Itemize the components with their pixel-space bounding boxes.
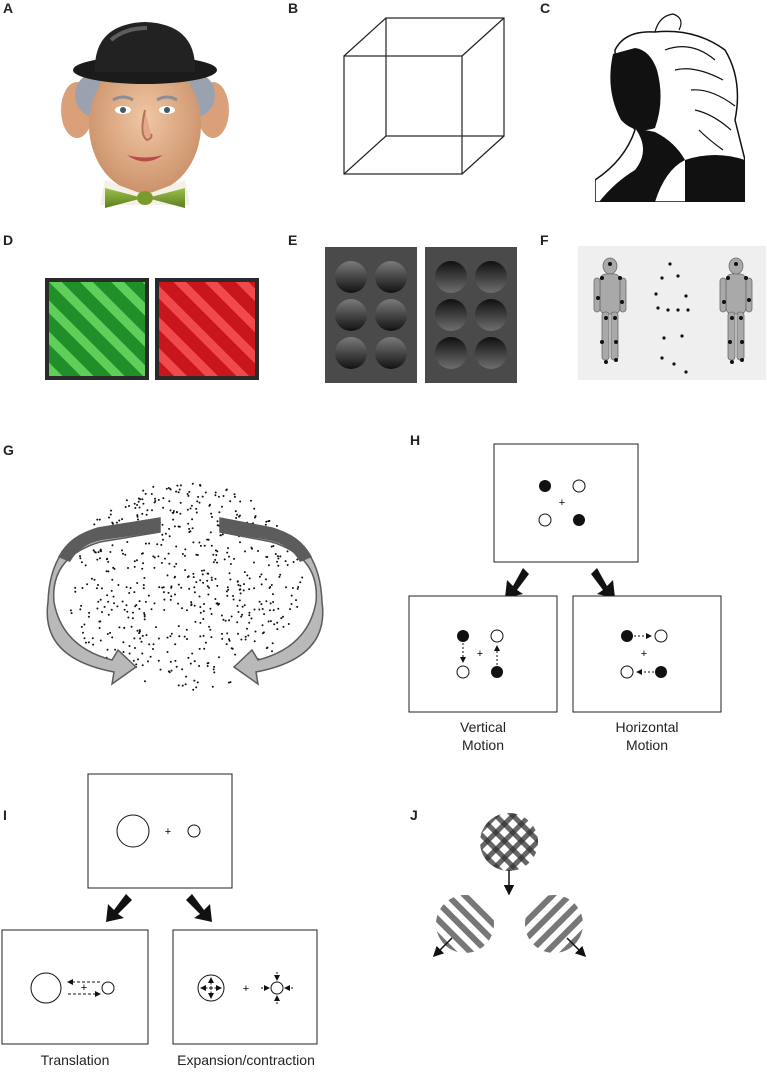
svg-text:+: + — [641, 648, 647, 660]
rotation-arrow-right-top — [220, 518, 312, 562]
panel-label-j: J — [410, 807, 418, 823]
svg-text:+: + — [81, 982, 87, 994]
panel-label-a: A — [3, 0, 14, 16]
svg-text:+: + — [165, 826, 171, 838]
optic-flow-diagram: + + + — [1, 773, 318, 1045]
rotation-arrow-left — [46, 517, 161, 686]
panel-label-i: I — [3, 807, 7, 823]
panel-label-e: E — [288, 232, 298, 248]
color-grating-squares — [45, 278, 259, 380]
old-woman-young-woman-illusion — [595, 10, 745, 202]
walking-mannequin-point-light-figure — [578, 246, 766, 380]
panel-label-f: F — [540, 232, 549, 248]
rotation-arrow-right — [219, 517, 324, 686]
bowler-hat-face-illustration — [61, 22, 229, 208]
fixation-cross: + — [559, 497, 565, 509]
panel-label-g: G — [3, 442, 14, 458]
down-arrow-right — [591, 568, 615, 598]
motion-quartet-diagram: + + + — [408, 443, 722, 713]
plaid-grating-diagram — [432, 813, 587, 958]
panel-label-b: B — [288, 0, 299, 16]
caption-translation: Translation — [40, 1052, 110, 1068]
down-arrow-left — [106, 894, 132, 922]
rotating-dot-sphere — [46, 482, 324, 691]
caption-expansion-contraction: Expansion/contraction — [177, 1052, 315, 1068]
svg-text:+: + — [243, 983, 249, 995]
down-arrow-left — [505, 568, 529, 598]
necker-cube-diagram — [343, 17, 505, 175]
svg-text:+: + — [477, 648, 483, 660]
rotation-arrow-left-top — [58, 518, 160, 562]
panel-label-c: C — [540, 0, 551, 16]
shape-from-shading-disks — [325, 247, 517, 383]
panel-label-h: H — [410, 432, 421, 448]
panel-label-d: D — [3, 232, 14, 248]
down-arrow-right — [186, 894, 212, 922]
